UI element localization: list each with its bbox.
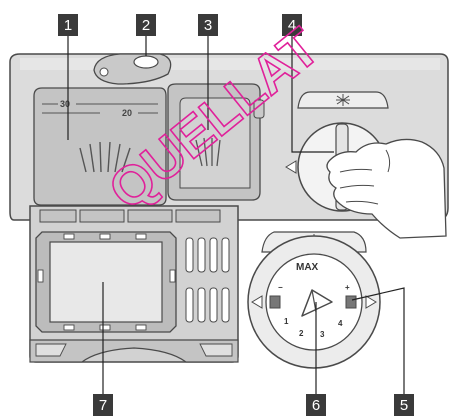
svg-text:1: 1 bbox=[64, 17, 72, 34]
prewash-recess bbox=[179, 97, 251, 189]
hand-icon bbox=[326, 138, 447, 239]
filter-base-arch bbox=[29, 339, 239, 363]
prewash-ribs bbox=[195, 137, 221, 167]
latch-button[interactable] bbox=[133, 55, 159, 69]
scale-label-lower: 20 bbox=[122, 108, 132, 118]
callout-5: 5 bbox=[394, 394, 414, 416]
dial-minus-mark: − bbox=[278, 283, 283, 292]
callout-2: 2 bbox=[136, 14, 156, 36]
triangle-pointer-icon bbox=[365, 295, 377, 309]
hand-finger-lines bbox=[339, 149, 391, 205]
svg-text:7: 7 bbox=[99, 397, 107, 414]
callout-1: 1 bbox=[58, 14, 78, 36]
leader-lines bbox=[67, 36, 405, 396]
svg-text:2: 2 bbox=[142, 17, 150, 34]
filter-clips bbox=[37, 233, 176, 331]
filter-side-vents bbox=[185, 237, 230, 323]
dial-number-3: 3 bbox=[320, 330, 325, 339]
triangle-pointer-icon bbox=[251, 295, 263, 309]
filter-top-slots bbox=[39, 209, 221, 223]
dial-max-window bbox=[345, 295, 357, 309]
dial-arrow-stem bbox=[311, 289, 317, 313]
pour-ribs bbox=[79, 141, 131, 173]
callout-3: 3 bbox=[198, 14, 218, 36]
svg-text:6: 6 bbox=[312, 397, 320, 414]
dial-number-1: 1 bbox=[284, 317, 289, 326]
sun-spray-icon bbox=[336, 94, 350, 106]
svg-text:5: 5 bbox=[400, 397, 408, 414]
dial-arrow-pointer[interactable] bbox=[301, 289, 333, 317]
filter-screen bbox=[49, 241, 163, 323]
dial-number-4: 4 bbox=[338, 319, 343, 328]
dial-number-2: 2 bbox=[299, 329, 304, 338]
svg-text:3: 3 bbox=[204, 17, 212, 34]
latch-hole bbox=[99, 67, 109, 77]
dial-plus-mark: + bbox=[345, 283, 350, 292]
filter-base-vents bbox=[35, 343, 233, 357]
scale-label-upper: 30 bbox=[60, 99, 70, 109]
dial-max-label: MAX bbox=[296, 262, 319, 273]
triangle-pointer-icon bbox=[285, 160, 297, 174]
side-tab bbox=[253, 99, 265, 119]
callout-7: 7 bbox=[93, 394, 113, 416]
callout-4: 4 bbox=[282, 14, 302, 36]
callout-6: 6 bbox=[306, 394, 326, 416]
svg-text:4: 4 bbox=[288, 17, 296, 34]
dial-min-window bbox=[269, 295, 281, 309]
